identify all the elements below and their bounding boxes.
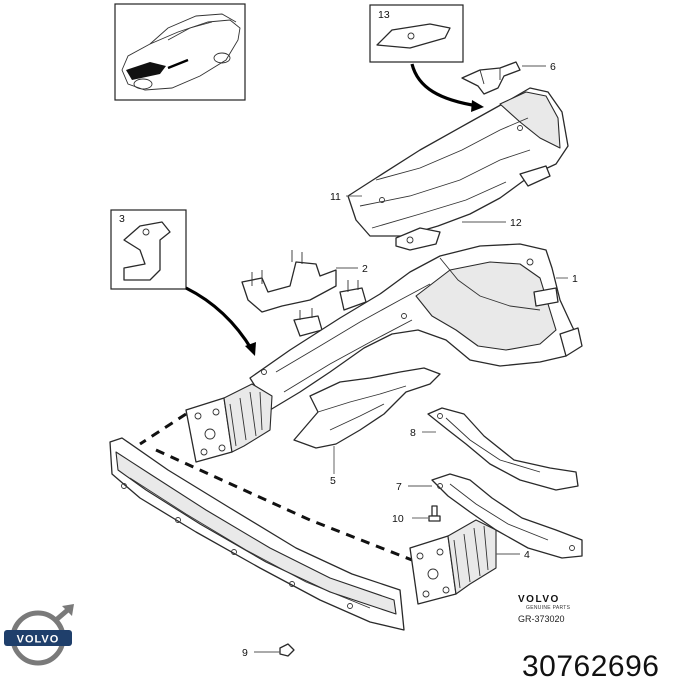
callout-3: 3 (119, 213, 125, 225)
callout-1: 1 (572, 273, 578, 285)
left-crash-box (185, 383, 273, 463)
volvo-logo: VOLVO (4, 604, 74, 666)
bumper-beam (109, 437, 405, 631)
callout-2: 2 (362, 263, 368, 275)
callout-9: 9 (242, 647, 248, 659)
callout-5: 5 (330, 475, 336, 487)
upper-rail-assembly: 11 12 (330, 87, 569, 251)
part-2-brackets: 2 (241, 250, 368, 337)
mount-line-left (139, 412, 187, 446)
car-overview-box (114, 3, 246, 101)
right-crash-box: 4 (409, 519, 530, 605)
callout-13: 13 (378, 9, 390, 21)
volvo-iron-mark-icon (4, 604, 74, 666)
detail-box-3: 3 (110, 209, 256, 356)
callout-10: 10 (392, 513, 404, 525)
callout-12: 12 (510, 217, 522, 229)
part-6-bracket: 6 (461, 61, 556, 95)
logo-text: VOLVO (17, 634, 60, 646)
callout-8: 8 (410, 427, 416, 439)
car-outline-icon (121, 13, 241, 91)
callout-7: 7 (396, 481, 402, 493)
part-number: 30762696 (522, 650, 660, 683)
diagram-brand-sub: GENUINE PARTS (526, 605, 571, 611)
diagram-code: GR-373020 (518, 614, 565, 624)
part-8-support: 8 (410, 407, 579, 491)
diagram-brand: VOLVO (518, 594, 560, 605)
part-1-main-rail: 1 (249, 243, 583, 411)
callout-6: 6 (550, 61, 556, 73)
callout-11: 11 (330, 191, 341, 203)
mount-line-right (155, 448, 413, 562)
callout-4: 4 (524, 549, 530, 561)
part-5-panel: 5 (293, 367, 441, 487)
part-7-support: 7 (396, 473, 583, 559)
detail-box-13: 13 (369, 4, 484, 112)
part-10-bolt: 10 (392, 505, 441, 525)
part-9-bolt: 9 (242, 643, 295, 659)
